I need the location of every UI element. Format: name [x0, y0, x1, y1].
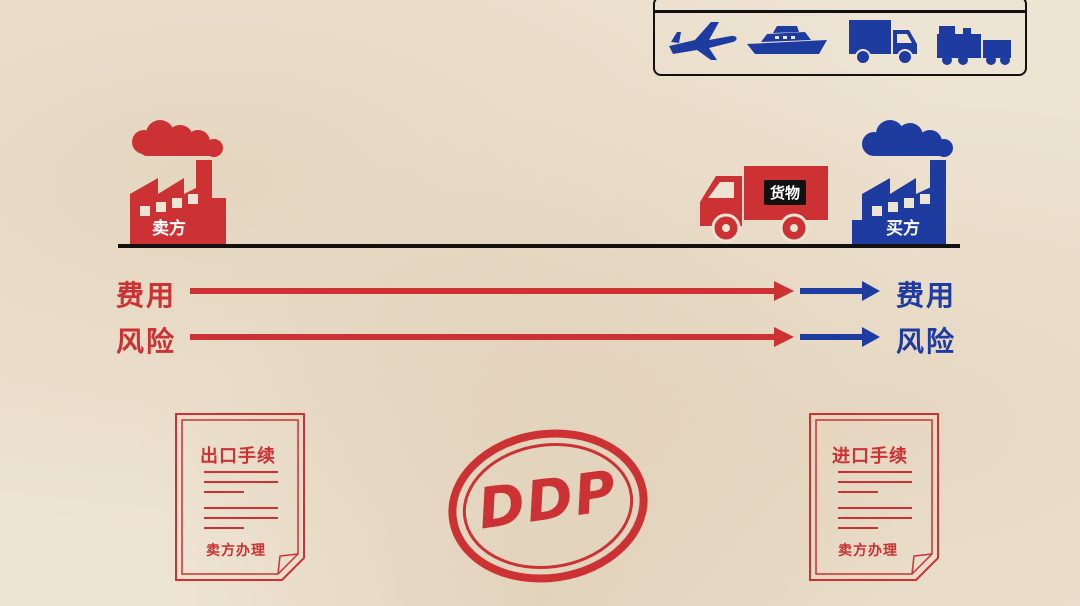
train-icon: [937, 26, 1011, 65]
cost-label-seller: 费用: [116, 279, 177, 312]
risk-arrow-buyer: [800, 327, 880, 347]
cost-arrow-buyer: [800, 281, 880, 301]
transport-modes-box: [653, 0, 1027, 76]
export-doc-title: 出口手续: [200, 446, 276, 467]
export-document-icon: [175, 413, 305, 581]
risk-label-seller: 风险: [116, 325, 177, 358]
risk-arrow-seller: [190, 327, 794, 347]
import-doc-title: 进口手续: [832, 446, 908, 467]
import-document-icon: [809, 413, 939, 581]
export-doc-handler: 卖方办理: [206, 543, 266, 559]
cost-arrow-seller: [190, 281, 794, 301]
ground-line: [118, 244, 960, 248]
box-divider: [655, 10, 1025, 13]
airplane-icon: [669, 22, 737, 60]
truck-icon: [849, 20, 917, 65]
risk-label-buyer: 风险: [896, 325, 957, 358]
cargo-label: 货物: [764, 180, 807, 205]
ddp-stamp-ring: [448, 429, 648, 583]
seller-factory-icon: [130, 120, 226, 244]
buyer-factory-icon: [852, 120, 953, 244]
cost-label-buyer: 费用: [896, 279, 957, 312]
seller-label: 卖方: [152, 219, 186, 239]
ship-icon: [747, 26, 827, 54]
import-doc-handler: 卖方办理: [838, 543, 898, 559]
buyer-label: 买方: [886, 219, 920, 239]
